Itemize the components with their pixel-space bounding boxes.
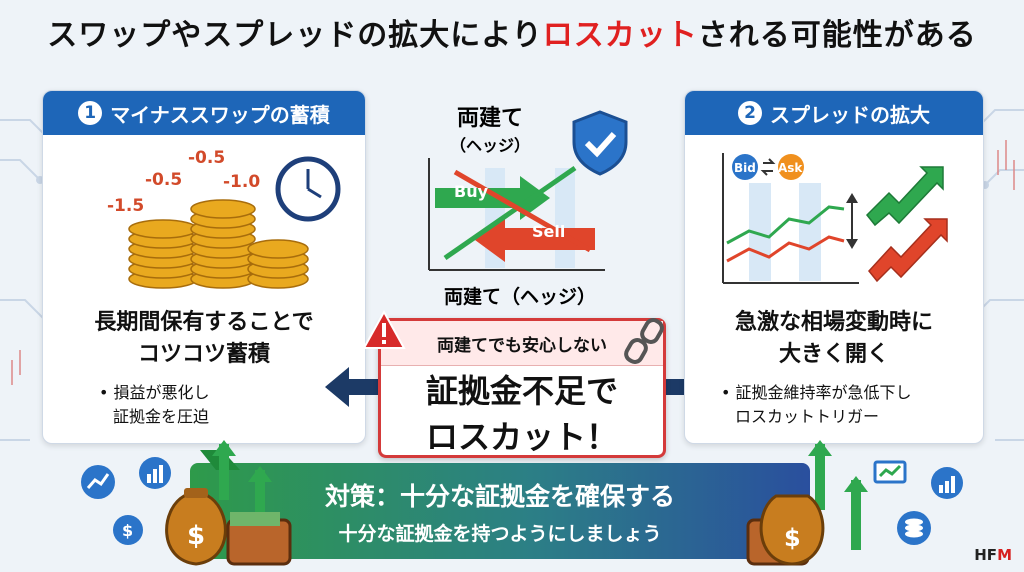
right-panel-header: 2 スプレッドの拡大 (685, 91, 983, 135)
hedge-title: 両建て （ヘッジ） (440, 100, 540, 156)
swap-value: -1.0 (223, 172, 260, 192)
title-highlight: ロスカット (542, 18, 698, 53)
coins-clock-illustration: -0.5 -0.5 -1.0 -1.5 (107, 149, 341, 289)
logo-text: HF (974, 546, 998, 564)
hedge-chart (428, 158, 605, 271)
trend-icon (931, 467, 963, 499)
chart-up-icon (81, 465, 115, 499)
left-bullet-line1: 損益が悪化し (113, 383, 210, 402)
right-bullet-line1: 証拠金維持率が急低下し (735, 383, 912, 402)
warning-top-text: 両建てでも安心しない (437, 335, 607, 356)
svg-text:$: $ (784, 524, 801, 552)
left-bullet: • 損益が悪化し 証拠金を圧迫 (99, 381, 210, 429)
money-bag-wallet-right-icon: $ (746, 440, 868, 566)
page-title: スワップやスプレッドの拡大によりロスカットされる可能性がある (0, 10, 1024, 54)
right-main-line1: 急激な相場変動時に (734, 310, 933, 335)
ask-label: Ask (778, 161, 803, 175)
brand-logo: HFM (974, 546, 1012, 564)
swap-value: -1.5 (107, 196, 144, 216)
right-bullet: • 証拠金維持率が急低下し ロスカットトリガー (721, 381, 912, 429)
step-number: 2 (738, 101, 762, 125)
warning-main-text: 証拠金不足で ロスカット！ (381, 368, 663, 460)
left-panel-header: 1 マイナススワップの蓄積 (43, 91, 365, 135)
logo-accent: M (997, 546, 1012, 564)
hedge-title-line1: 両建て (456, 106, 523, 131)
title-text: スワップやスプレッドの拡大により (47, 18, 543, 53)
warning-main-line2: ロスカット！ (425, 418, 618, 456)
hedge-caption: 両建て（ヘッジ） (443, 286, 596, 308)
swap-value: -0.5 (145, 170, 182, 190)
sell-arrow-icon (475, 216, 595, 262)
right-main-text: 急激な相場変動時に 大きく開く (685, 307, 983, 371)
warning-box: 両建てでも安心しない 証拠金不足で ロスカット！ (378, 318, 666, 458)
countermeasure-banner: 対策：十分な証拠金を確保する 十分な証拠金を持つようにしましょう (190, 463, 810, 559)
step-number: 1 (78, 101, 103, 125)
clock-icon (275, 156, 341, 222)
left-bullet-line2: 証拠金を圧迫 (113, 407, 210, 426)
coin-stack-small-icon (897, 511, 931, 545)
left-main-line1: 長期間保有することで (94, 310, 314, 335)
right-bullet-line2: ロスカットトリガー (735, 407, 880, 426)
svg-text:$: $ (187, 521, 205, 551)
money-bag-wallet-left-icon: $ (165, 440, 292, 566)
warning-main-line1: 証拠金不足で (425, 372, 618, 410)
right-panel: 2 スプレッドの拡大 Bid Ask 急激な相場変動時に 大きく開く • 証拠金… (684, 90, 984, 444)
title-text-end: される可能性がある (697, 18, 977, 53)
coin-stack-icon (128, 199, 309, 289)
buy-label: Buy (454, 182, 489, 201)
hedge-section: 両建て （ヘッジ） Buy Sell 両建て（ヘッジ） (400, 100, 650, 310)
right-main-line2: 大きく開く (778, 342, 889, 367)
dollar-coin-icon: $ (113, 515, 143, 545)
warning-header: 両建てでも安心しない (381, 321, 663, 366)
banner-title: 対策：十分な証拠金を確保する (324, 482, 675, 511)
monitor-chart-icon (873, 460, 907, 484)
warning-triangle-icon (362, 310, 406, 349)
left-main-line2: コツコツ蓄積 (137, 342, 270, 367)
spread-chart-illustration: Bid Ask (722, 153, 948, 284)
broken-chain-icon (624, 318, 664, 364)
svg-text:$: $ (122, 521, 133, 540)
left-panel: 1 マイナススワップの蓄積 -0.5 -0.5 -1.0 -1.5 長期間保有す… (42, 90, 366, 444)
swap-value: -0.5 (188, 149, 225, 168)
right-panel-header-text: スプレッドの拡大 (770, 102, 930, 127)
left-arrow-icon (325, 367, 385, 407)
left-panel-header-text: マイナススワップの蓄積 (110, 102, 330, 127)
banner-subtitle: 十分な証拠金を持つようにしましょう (338, 523, 662, 545)
shield-check-icon (572, 110, 628, 176)
left-main-text: 長期間保有することで コツコツ蓄積 (43, 307, 365, 371)
bar-chart-icon (139, 457, 171, 489)
sell-label: Sell (532, 222, 566, 241)
hedge-title-line2: （ヘッジ） (449, 136, 530, 155)
bid-label: Bid (734, 161, 756, 175)
